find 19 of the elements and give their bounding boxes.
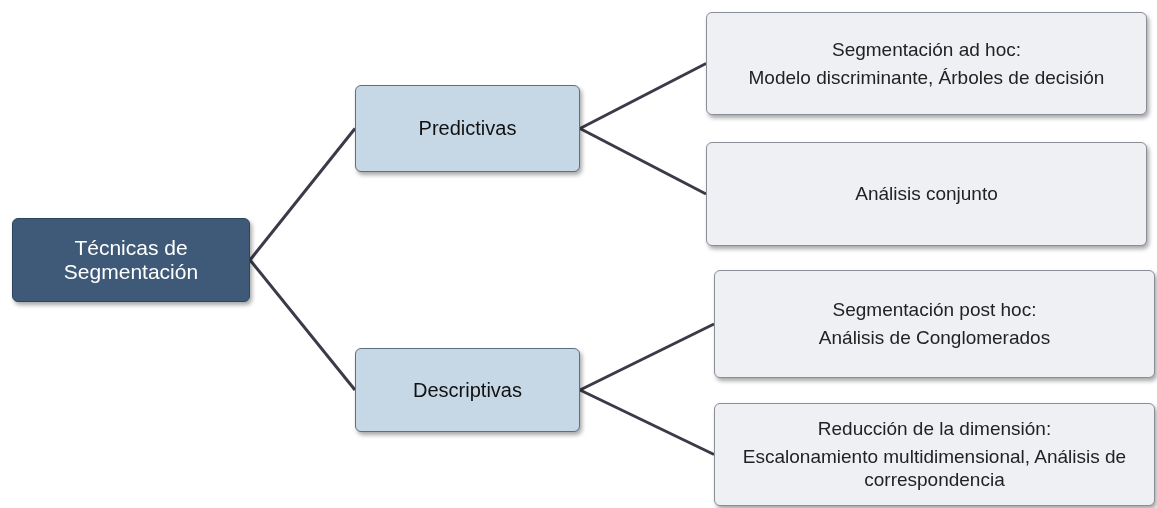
box-heading: Segmentación post hoc:	[832, 298, 1037, 322]
category-box: Predictivas	[355, 85, 580, 172]
root-box: Técnicas de Segmentación	[12, 218, 250, 302]
connector-line	[579, 62, 707, 130]
leaf-box: Análisis conjunto	[706, 142, 1147, 246]
connector-line	[579, 388, 715, 456]
connector-line	[248, 127, 357, 261]
box-text: Escalonamiento multidimensional, Análisis de correspondencia	[741, 444, 1128, 493]
box-heading: Reducción de la dimensión:	[817, 416, 1052, 441]
connector-line	[579, 322, 715, 392]
box-heading: Segmentación ad hoc:	[831, 37, 1022, 62]
leaf-box	[714, 403, 1155, 506]
box-text: Análisis de Conglomerados	[818, 326, 1051, 350]
box-text: Modelo discriminante, Árboles de decisión	[748, 65, 1105, 90]
category-box: Descriptivas	[355, 348, 580, 432]
leaf-box	[706, 12, 1147, 115]
leaf-box	[714, 270, 1155, 378]
connector-line	[579, 127, 707, 196]
connector-line	[248, 259, 357, 391]
